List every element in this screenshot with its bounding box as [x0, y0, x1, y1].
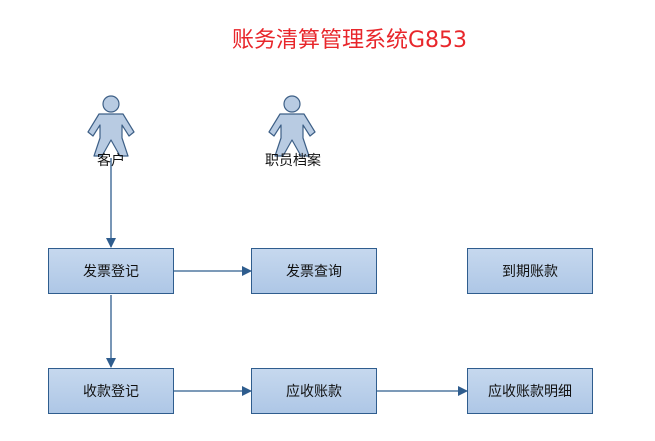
node-receivable[interactable]: 应收账款	[251, 368, 377, 414]
node-receipt-register[interactable]: 收款登记	[48, 368, 174, 414]
actor-label-customer: 客户	[97, 153, 125, 169]
actor-label-staff: 职员档案	[265, 153, 321, 169]
node-invoice-query[interactable]: 发票查询	[251, 248, 377, 294]
diagram-title: 账务清算管理系统G853	[231, 28, 468, 53]
node-due-account[interactable]: 到期账款	[467, 248, 593, 294]
node-invoice-register[interactable]: 发票登记	[48, 248, 174, 294]
user-actor-icon	[87, 95, 135, 157]
user-actor-icon	[268, 95, 316, 157]
node-receivable-detail[interactable]: 应收账款明细	[467, 368, 593, 414]
